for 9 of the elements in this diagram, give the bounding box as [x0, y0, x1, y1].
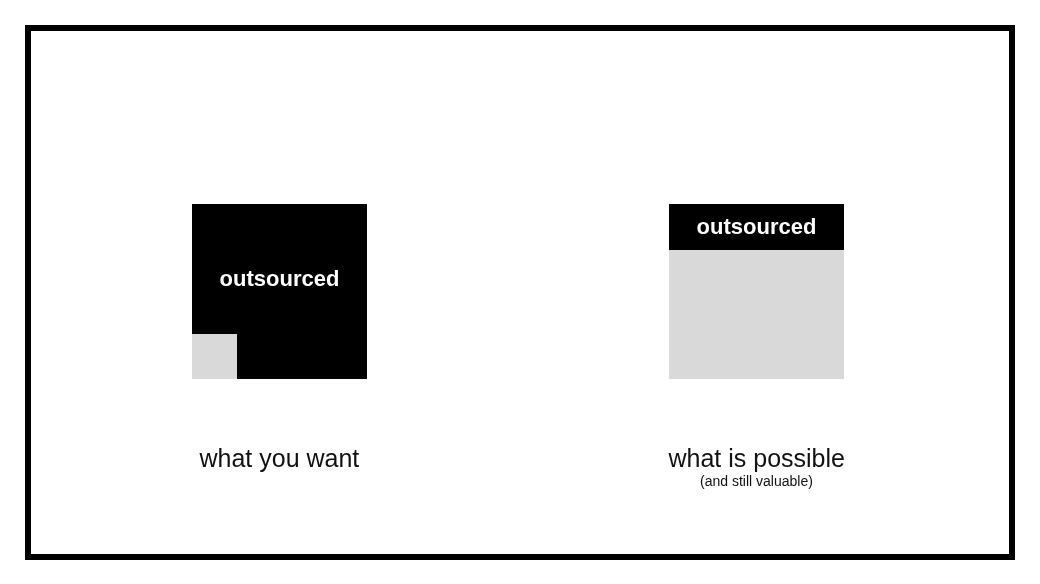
inner-square [192, 334, 237, 379]
square-block [669, 204, 844, 379]
band-label: outsourced [696, 214, 817, 240]
node-label: what is possible [668, 445, 845, 471]
header-band [669, 204, 844, 250]
node-label: what you want [199, 445, 360, 471]
square-block [192, 204, 367, 379]
block-label: outsourced [219, 266, 340, 292]
node-label: (and still valuable) [700, 474, 813, 488]
